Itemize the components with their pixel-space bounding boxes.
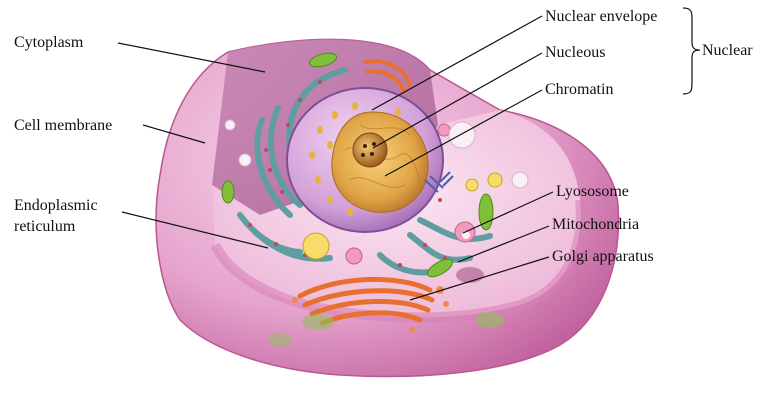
label-nuclear-envelope: Nuclear envelope: [545, 7, 657, 26]
nucleolus: [353, 133, 387, 167]
label-cell-membrane: Cell membrane: [14, 116, 112, 135]
label-endoplasmic: Endoplasmic: [14, 196, 98, 215]
label-mitochondria: Mitochondria: [552, 215, 639, 234]
nuclear-brace: [683, 8, 700, 94]
label-nucleous: Nucleous: [545, 43, 605, 62]
label-golgi: Golgi apparatus: [552, 247, 654, 266]
label-cytoplasm: Cytoplasm: [14, 33, 83, 52]
label-chromatin: Chromatin: [545, 80, 613, 99]
label-nuclear: Nuclear: [702, 41, 753, 60]
label-lysosome: Lyososome: [556, 182, 629, 201]
label-reticulum: reticulum: [14, 217, 75, 236]
